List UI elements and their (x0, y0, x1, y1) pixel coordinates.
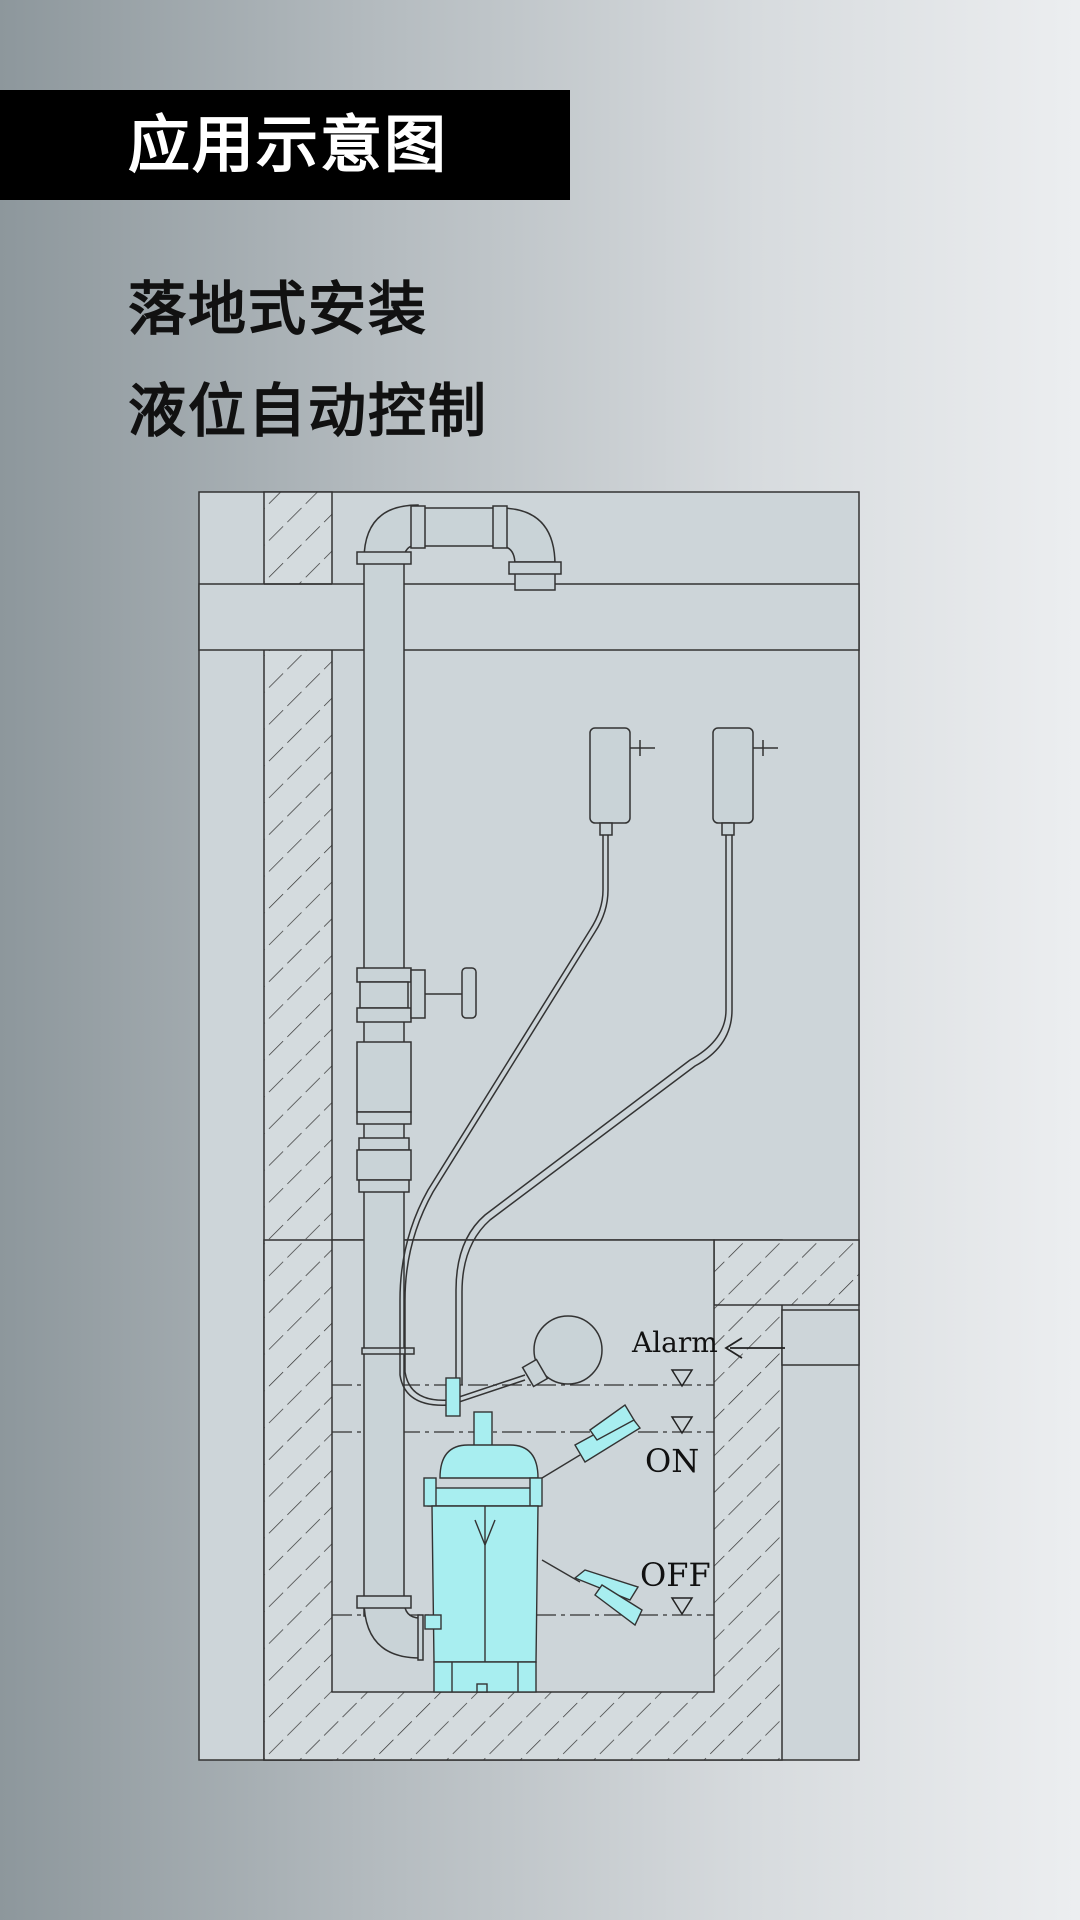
subtitle-level-control: 液位自动控制 (128, 377, 489, 445)
on-label: ON (645, 1442, 699, 1480)
power-adapter-icon (712, 727, 778, 836)
flow-arrow-icon (724, 1337, 785, 1359)
discharge-pipe (356, 504, 562, 1661)
inlet-pipe (781, 1309, 860, 1366)
submersible-pump (423, 1377, 543, 1693)
page-title: 应用示意图 (128, 108, 449, 181)
level-marker-icon (670, 1416, 694, 1435)
cables (399, 835, 733, 1406)
alarm-float (521, 1315, 603, 1388)
off-float-switch (541, 1559, 643, 1627)
floor-slab (198, 583, 860, 651)
subtitle-installation: 落地式安装 (128, 275, 429, 343)
level-marker-icon (670, 1597, 694, 1616)
basin-right-wall (713, 1239, 860, 1306)
power-adapter-icon (589, 727, 655, 836)
off-label: OFF (640, 1556, 711, 1594)
level-marker-icon (670, 1369, 694, 1388)
on-float-switch (541, 1403, 642, 1479)
title-banner: 应用示意图 (0, 90, 570, 200)
alarm-label: Alarm (631, 1326, 718, 1359)
